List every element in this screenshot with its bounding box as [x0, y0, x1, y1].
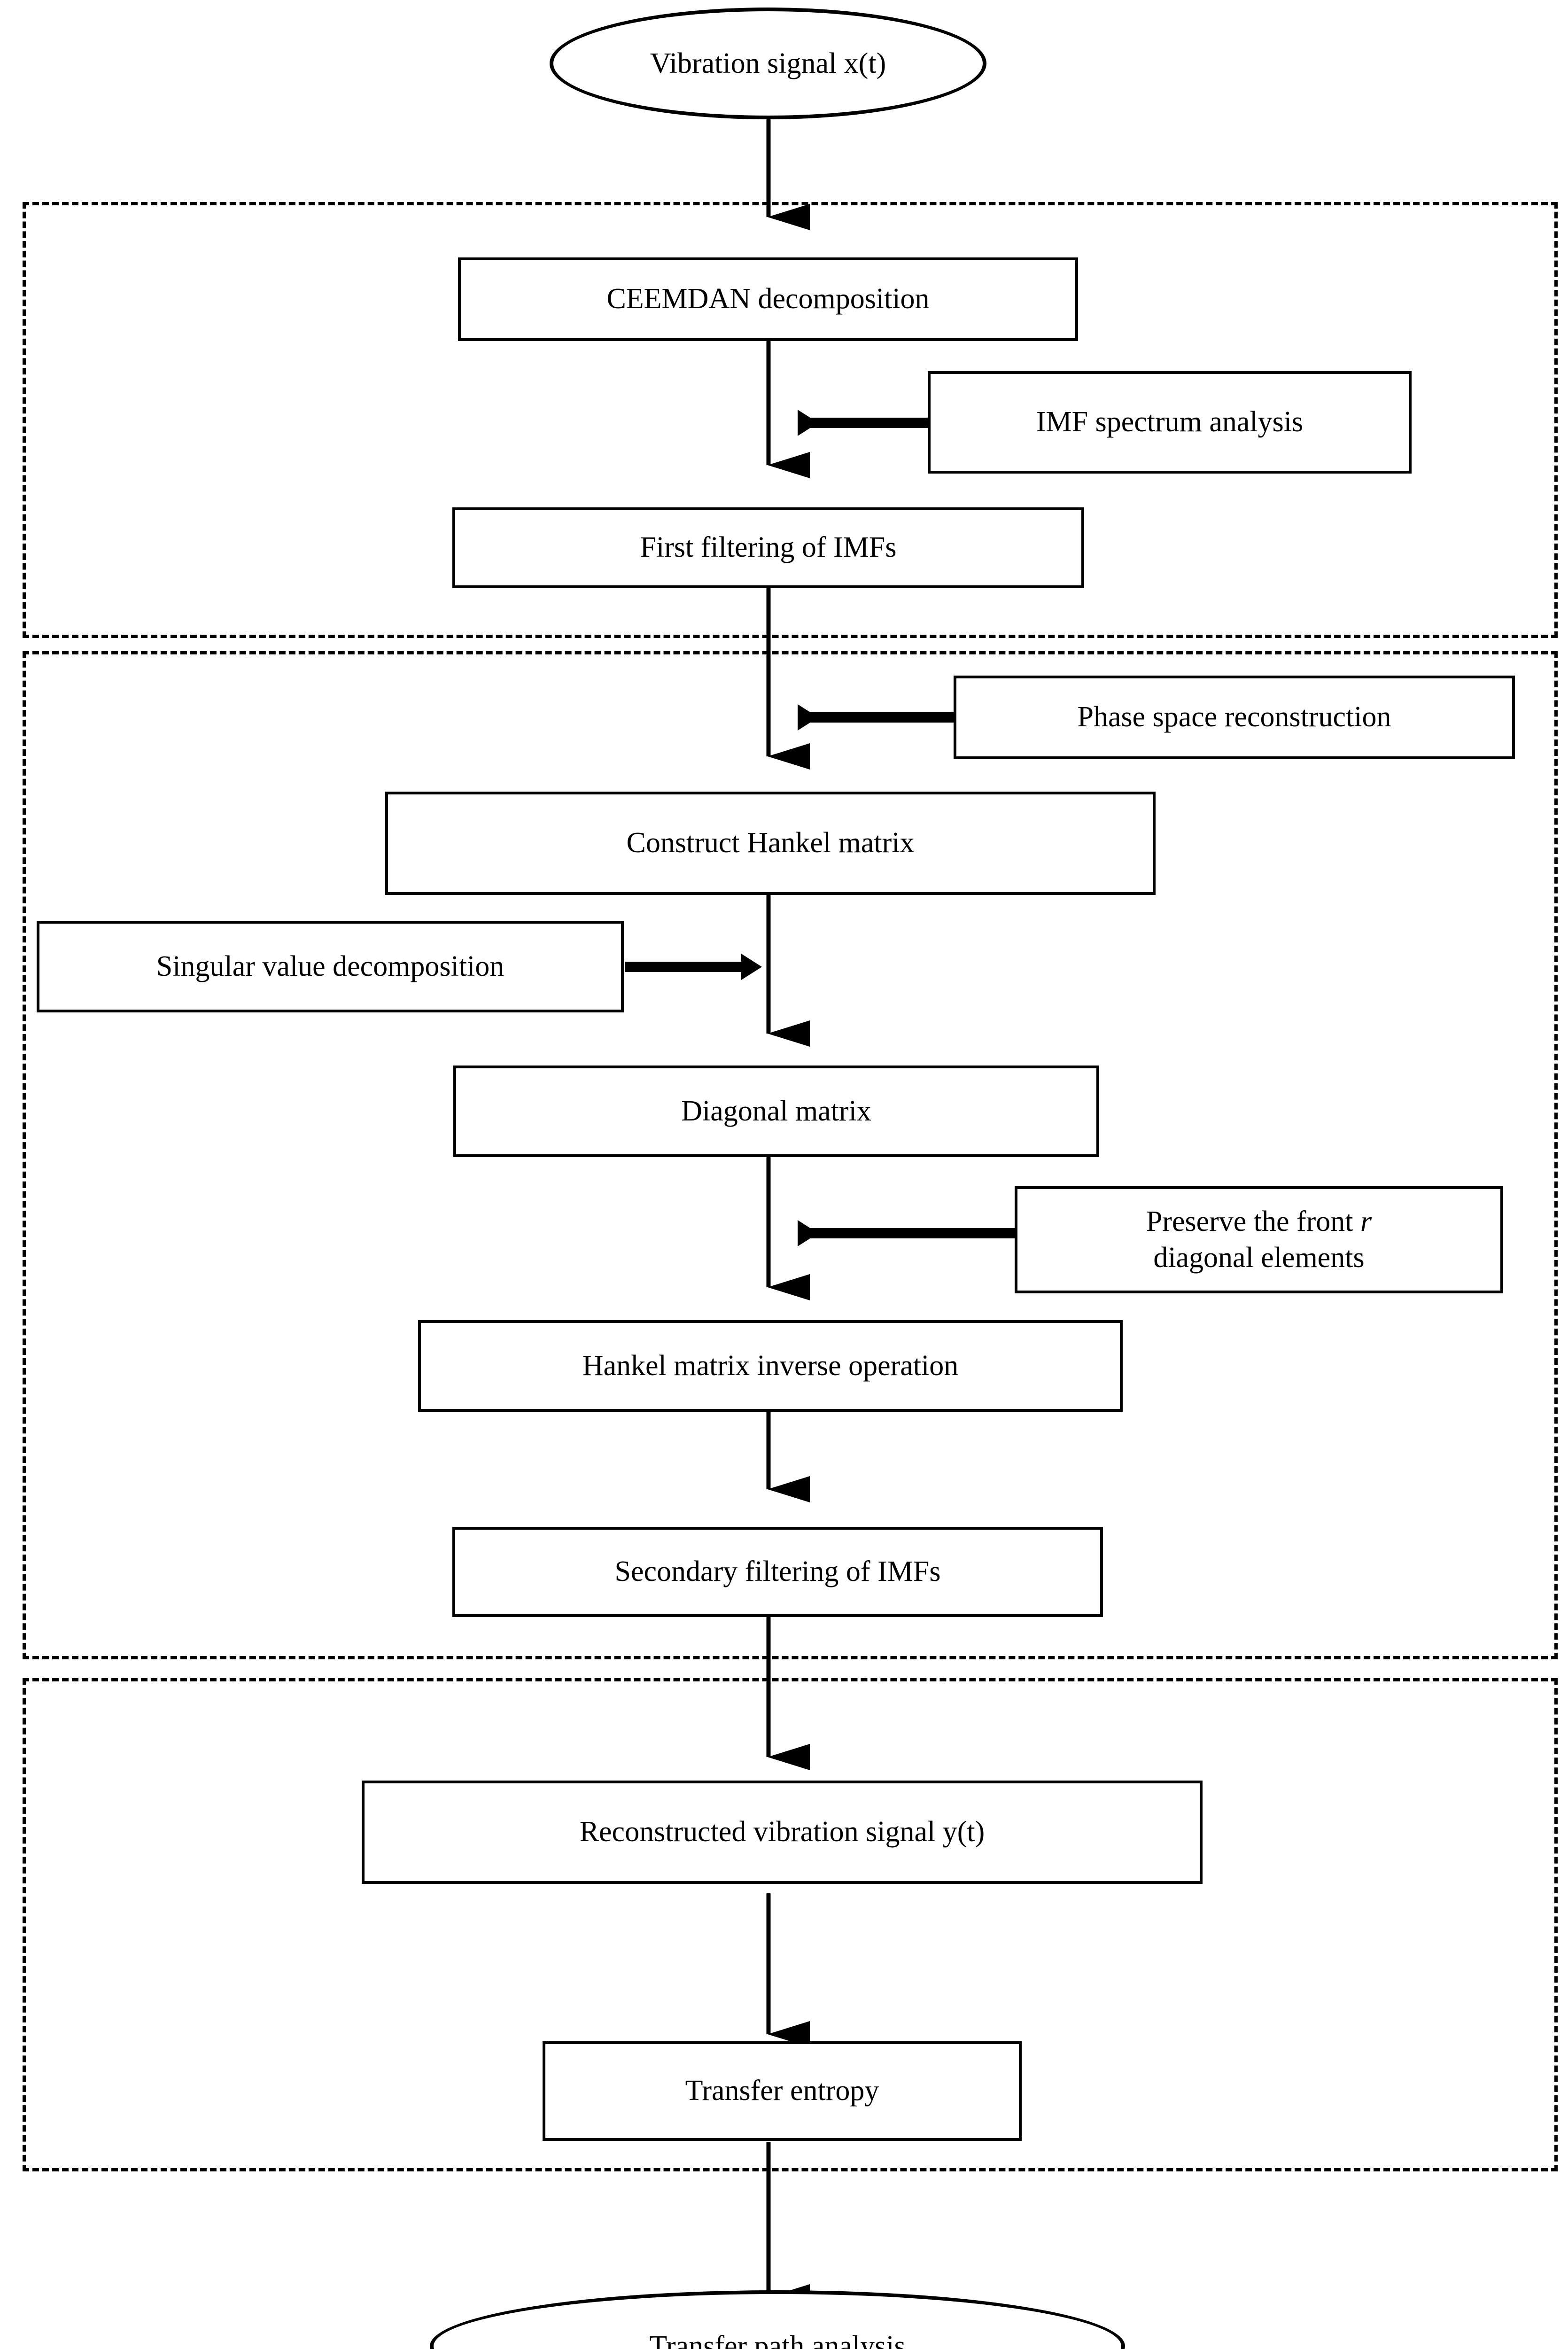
node-secondary-filtering[interactable]: Secondary filtering of IMFs — [452, 1527, 1103, 1617]
preserve-line-1-text: Preserve the front — [1146, 1205, 1353, 1237]
node-phase-space-reconstruction[interactable]: Phase space reconstruction — [954, 676, 1515, 759]
svd-label: Singular value decomposition — [156, 950, 505, 982]
preserve-line-1: Preserve the front r — [1146, 1204, 1372, 1240]
start-terminator[interactable]: Vibration signal x(t) — [550, 8, 986, 119]
hankel-inverse-label: Hankel matrix inverse operation — [582, 1349, 959, 1382]
preserve-variable-r: r — [1360, 1205, 1372, 1237]
node-transfer-entropy[interactable]: Transfer entropy — [543, 2041, 1022, 2141]
end-terminator[interactable]: Transfer path analysis — [430, 2290, 1125, 2349]
node-ceemdan-decomposition[interactable]: CEEMDAN decomposition — [458, 257, 1078, 341]
hankel-label: Construct Hankel matrix — [626, 827, 915, 859]
imf-spectrum-label: IMF spectrum analysis — [1036, 406, 1304, 438]
phase-space-label: Phase space reconstruction — [1077, 701, 1391, 733]
node-diagonal-matrix[interactable]: Diagonal matrix — [453, 1066, 1099, 1157]
reconstructed-label: Reconstructed vibration signal y(t) — [579, 1816, 985, 1848]
group-output-stage — [23, 1678, 1558, 2171]
first-filter-label: First filtering of IMFs — [640, 531, 897, 564]
node-reconstructed-signal[interactable]: Reconstructed vibration signal y(t) — [362, 1781, 1203, 1884]
node-hankel-matrix-inverse-operation[interactable]: Hankel matrix inverse operation — [418, 1320, 1123, 1412]
group-ceemdan-stage — [23, 202, 1558, 638]
node-singular-value-decomposition[interactable]: Singular value decomposition — [37, 921, 624, 1012]
preserve-line-2: diagonal elements — [1153, 1242, 1365, 1274]
diagonal-label: Diagonal matrix — [681, 1095, 871, 1127]
node-construct-hankel-matrix[interactable]: Construct Hankel matrix — [385, 792, 1156, 895]
start-label: Vibration signal x(t) — [650, 47, 886, 79]
node-first-filtering[interactable]: First filtering of IMFs — [452, 507, 1084, 588]
node-preserve-diagonal-elements[interactable]: Preserve the front r diagonal elements — [1015, 1186, 1503, 1293]
end-label: Transfer path analysis — [649, 2330, 906, 2349]
secondary-filter-label: Secondary filtering of IMFs — [614, 1556, 941, 1588]
node-imf-spectrum-analysis[interactable]: IMF spectrum analysis — [928, 371, 1412, 474]
transfer-entropy-label: Transfer entropy — [685, 2075, 879, 2107]
ceemdan-label: CEEMDAN decomposition — [606, 283, 930, 315]
group-svd-stage — [23, 651, 1558, 1659]
